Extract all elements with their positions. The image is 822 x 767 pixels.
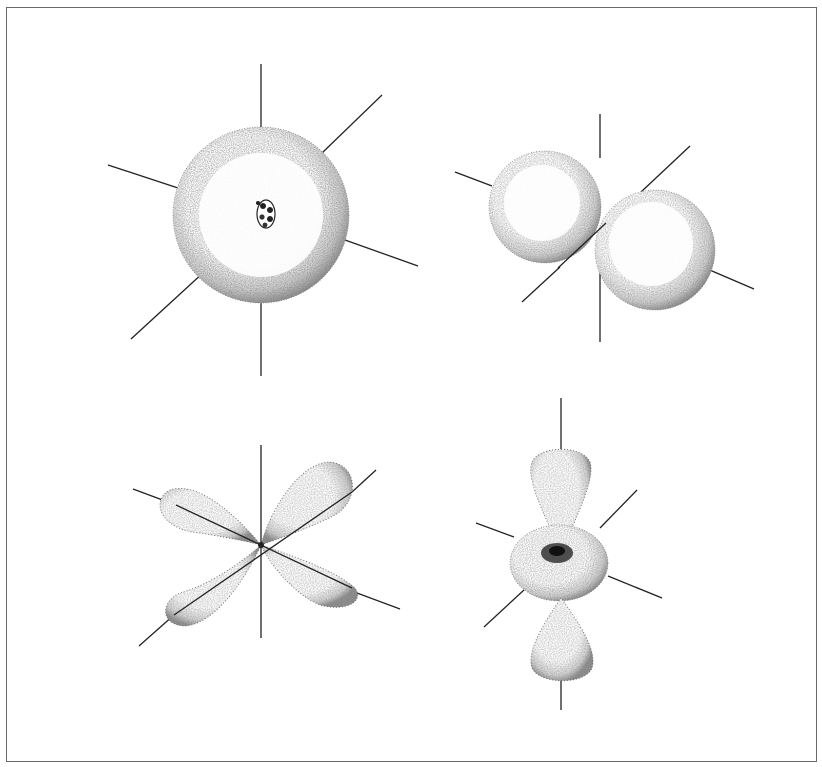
d-orbital-center bbox=[258, 542, 264, 548]
d-orbital-panel bbox=[133, 445, 400, 646]
dz2-orbital-torus bbox=[510, 525, 608, 601]
p-orbital-lobe-left bbox=[489, 151, 601, 263]
dz2-orbital-panel bbox=[476, 398, 662, 710]
s-orbital-panel bbox=[108, 64, 418, 376]
dz2-orbital-lower-lobe bbox=[531, 598, 593, 681]
p-orbital-panel bbox=[455, 114, 754, 342]
p-orbital-lobe-right bbox=[595, 190, 715, 310]
